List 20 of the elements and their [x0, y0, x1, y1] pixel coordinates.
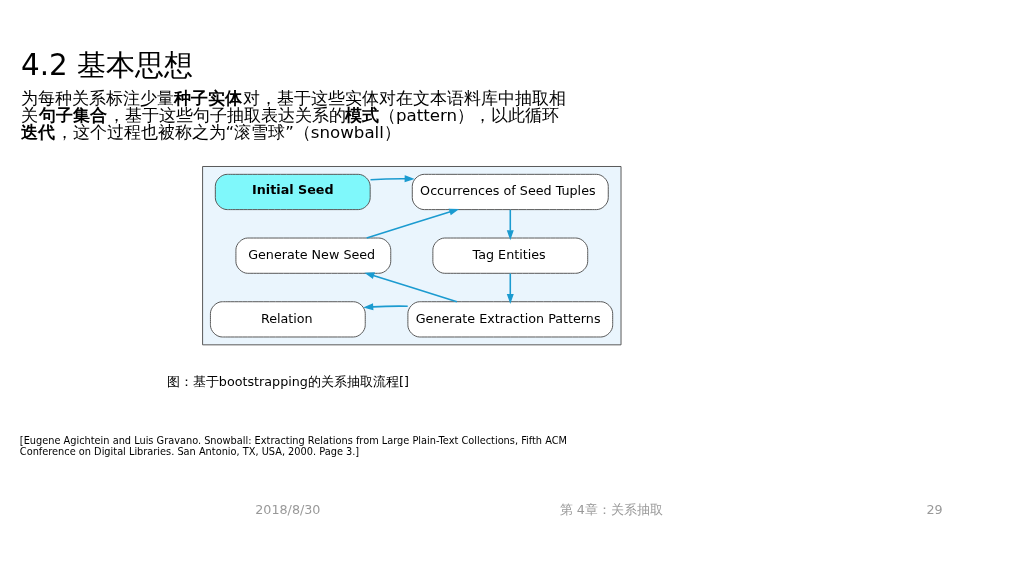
arrow — [369, 175, 415, 183]
cluster — [202, 166, 622, 346]
node-box: Occurrences of Seed Tuples — [411, 173, 609, 211]
node-box: Relation — [209, 301, 366, 338]
node-box: Generate New Seed — [235, 237, 392, 274]
caption: 图：基于bootstrapping的关系抽取流程[] — [166, 374, 409, 390]
arrow — [506, 209, 514, 241]
label: 为每种关系标注少量种子实体对，基于这些实体对在文本语料库中抽取相关句子集合，基于这些句子抽取表达关系的模式（pattern），以此循环迭代，这个过程也被称之为“滚雪球”（snowball） — [21, 89, 566, 142]
label: 2018/8/30 — [255, 501, 321, 517]
node-box: Tag Entities — [432, 237, 589, 274]
arrow — [506, 272, 514, 304]
label: 第 4章：关系抽取 — [559, 501, 663, 517]
arrow — [365, 208, 460, 239]
arrow — [364, 272, 458, 303]
node-box: Initial Seed — [214, 173, 371, 211]
label: 29 — [926, 501, 943, 517]
node-box: Generate Extraction Patterns — [407, 301, 614, 338]
label: [Eugene Agichtein and Luis Gravano. Snowball: Extracting Relations from Large Plain-Text Collections, Fifth ACM Conference on Digital Libraries. San Antonio, TX, USA, 2000. Page 3.] — [19, 434, 567, 457]
arrow — [363, 303, 409, 311]
diagram-title: 4.2 基本思想 — [21, 48, 194, 83]
